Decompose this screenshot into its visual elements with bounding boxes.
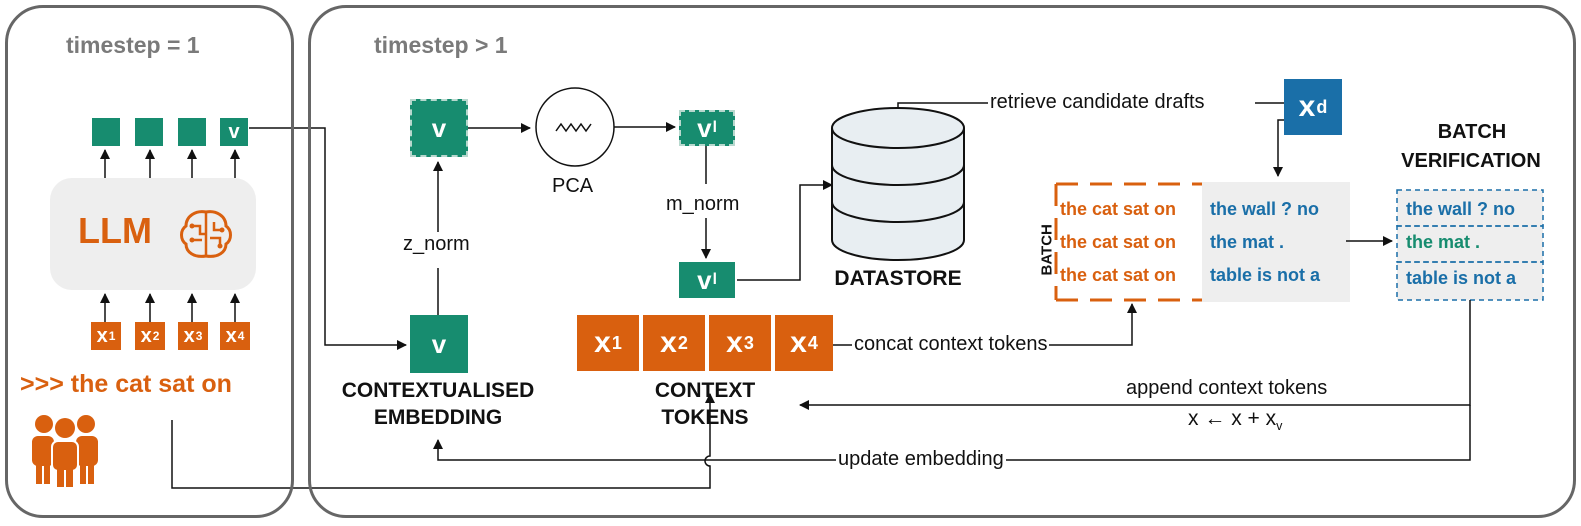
m-norm-label: m_norm [664, 193, 742, 216]
panel-timestep-gt-1 [308, 5, 1576, 518]
llm-label: LLM [78, 210, 152, 251]
timestep-1-title: timestep = 1 [66, 32, 200, 58]
batch-draft-row-1: the wall ? no [1210, 199, 1320, 219]
datastore-label: DATASTORE [834, 267, 962, 290]
llm-output-square [178, 118, 206, 146]
batch-prefix-row-2: the cat sat on [1060, 232, 1177, 252]
users-group-icon [32, 415, 98, 487]
z-norm-label: z_norm [401, 233, 472, 256]
brain-circuit-icon [180, 210, 232, 258]
embedding-v-top: v [410, 99, 468, 157]
batch-prefix-row-1: the cat sat on [1060, 199, 1177, 219]
batch-draft-row-3: table is not a [1210, 265, 1321, 285]
draft-block [1202, 182, 1350, 302]
update-embedding-label: update embedding [836, 448, 1006, 471]
llm-output-square [92, 118, 120, 146]
pca-label: PCA [552, 175, 594, 197]
panel-timestep-1 [5, 5, 294, 518]
verified-row-2-accepted: the mat . [1406, 232, 1481, 252]
batch-verification-title: BATCH VERIFICATION [1401, 121, 1541, 172]
verification-bg [1397, 190, 1543, 300]
llm-box [50, 178, 256, 290]
contextualised-embedding-label: CONTEXTUALISED EMBEDDING [341, 379, 535, 430]
pca-wave-icon [555, 122, 592, 133]
embedding-v-bottom: v [410, 315, 468, 373]
batch-side-label: BATCH [1038, 224, 1056, 276]
append-label: append context tokens [1124, 377, 1330, 400]
llm-output-square [135, 118, 163, 146]
batch-prefix-row-3: the cat sat on [1060, 265, 1177, 285]
context-tokens-label: CONTEXT TOKENS [654, 379, 756, 430]
batch-draft-row-2: the mat . [1210, 232, 1285, 252]
timestep-gt-1-title: timestep > 1 [374, 32, 508, 58]
llm-output-v: v [220, 118, 248, 146]
append-formula: x ← x + xv [1188, 407, 1283, 434]
database-icon [831, 107, 965, 261]
prompt-text: >>> the cat sat on [20, 370, 232, 398]
concat-label: concat context tokens [852, 333, 1050, 356]
verified-row-3: table is not a [1406, 268, 1517, 288]
verified-row-1: the wall ? no [1406, 199, 1516, 219]
retrieve-label: retrieve candidate drafts [988, 91, 1207, 114]
